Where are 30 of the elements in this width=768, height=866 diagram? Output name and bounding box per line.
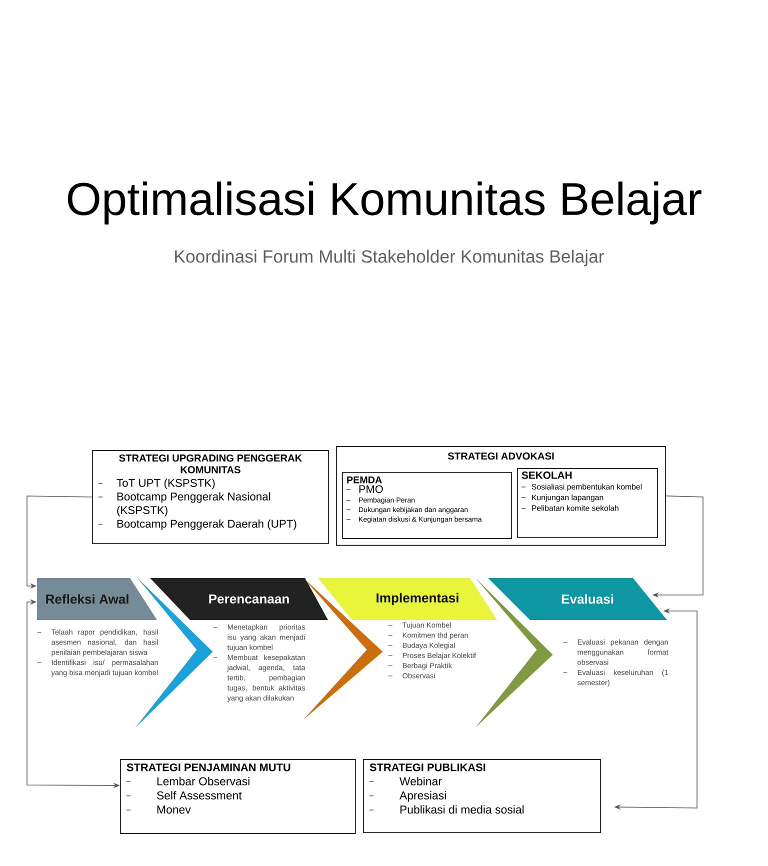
- stage-banner: Evaluasi: [488, 578, 667, 620]
- stage-banner: Implementasi: [318, 578, 497, 620]
- box-heading: STRATEGI UPGRADING PENGGERAK KOMUNITAS: [119, 454, 302, 474]
- list-item: Apresiasi: [369, 791, 446, 802]
- box-heading: PEMDA: [347, 476, 382, 484]
- box-heading: STRATEGI PENJAMINAN MUTU: [126, 763, 290, 772]
- chevron-arrow: [303, 578, 383, 720]
- list-item: ToT UPT (KSPSTK): [98, 478, 215, 490]
- strategy-box: [120, 759, 356, 834]
- list-item: Webinar: [369, 776, 442, 786]
- list-item: Monev: [126, 806, 191, 814]
- box-heading: STRATEGI ADVOKASI: [448, 452, 554, 460]
- list-item: Self Assessment: [126, 791, 242, 800]
- strategy-box: [517, 468, 658, 538]
- title: Optimalisasi Komunitas Belajar: [68, 182, 702, 224]
- box-heading: STRATEGI PUBLIKASI: [370, 763, 486, 772]
- stage-banner: Refleksi Awal: [37, 578, 157, 620]
- subtitle: Koordinasi Forum Multi Stakeholder Komunitas Belajar: [175, 250, 604, 266]
- list-item: Bootcamp Penggerak Daerah (UPT): [98, 519, 296, 530]
- strategy-box: [342, 472, 512, 539]
- stage-banner: Perencanaan: [150, 578, 328, 620]
- list-item: Lembar Observasi: [126, 776, 250, 786]
- chevron-arrow: [135, 578, 213, 728]
- chevron-arrow: [475, 578, 553, 728]
- list-item: Bootcamp Penggerak Nasional (KSPSTK): [98, 492, 270, 516]
- box-heading: SEKOLAH: [522, 472, 572, 479]
- list-item: PMO: [346, 485, 383, 493]
- strategy-box: [92, 450, 329, 544]
- list-item: Publikasi di media sosial: [369, 805, 524, 814]
- strategy-box: [363, 759, 601, 833]
